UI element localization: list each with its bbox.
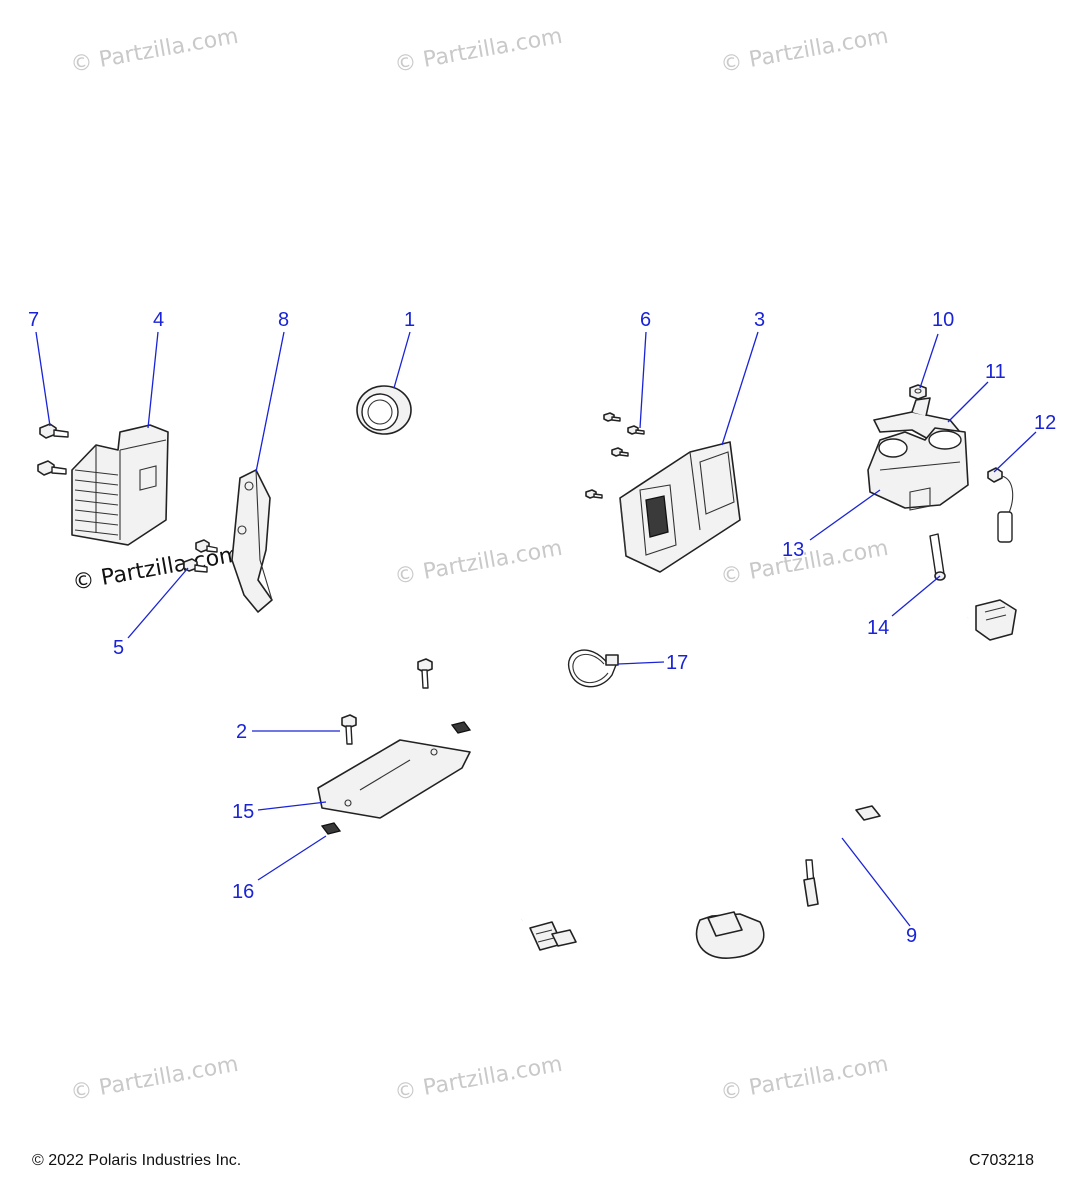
watermark: © Partzilla.com xyxy=(719,1052,891,1106)
watermark: © Partzilla.com xyxy=(393,536,565,590)
callout-3: 3 xyxy=(754,309,765,331)
callout-7: 7 xyxy=(28,309,39,331)
leader-14 xyxy=(891,575,941,617)
leader-3 xyxy=(721,331,759,446)
part-14-pin xyxy=(929,533,946,581)
callout-14: 14 xyxy=(867,617,889,639)
leader-13 xyxy=(809,489,881,541)
part-12-sensor xyxy=(987,467,1014,543)
part-8-bracket xyxy=(231,469,273,613)
part-1-grommet xyxy=(356,385,412,435)
watermark: © Partzilla.com xyxy=(719,536,891,590)
leader-5 xyxy=(127,567,189,639)
callout-4: 4 xyxy=(153,309,164,331)
callout-1: 1 xyxy=(404,309,415,331)
callout-6: 6 xyxy=(640,309,651,331)
part-6-screws xyxy=(585,412,645,499)
leader-12 xyxy=(993,431,1037,473)
callout-17: 17 xyxy=(666,652,688,674)
callout-9: 9 xyxy=(906,925,917,947)
leader-1 xyxy=(393,331,411,389)
callout-15: 15 xyxy=(232,801,254,823)
callout-5: 5 xyxy=(113,637,124,659)
copyright-text: © 2022 Polaris Industries Inc. xyxy=(32,1152,242,1169)
part-15-plate xyxy=(317,739,471,819)
part-10-nut xyxy=(909,384,927,400)
callout-2: 2 xyxy=(236,721,247,743)
leader-17 xyxy=(617,661,665,665)
leader-9 xyxy=(841,837,911,927)
leader-6 xyxy=(639,331,647,429)
leader-7 xyxy=(35,331,51,427)
part-13-ignition-coil xyxy=(867,427,969,511)
watermark: © Partzilla.com xyxy=(69,24,241,78)
part-9-harness xyxy=(520,599,1017,959)
callout-layer: 7 4 8 1 6 3 10 11 12 13 14 5 17 2 15 16 xyxy=(28,309,1056,947)
callout-10: 10 xyxy=(932,309,954,331)
part-3-ecu xyxy=(619,441,741,573)
drawing-number: C703218 xyxy=(969,1152,1034,1169)
callout-12: 12 xyxy=(1034,412,1056,434)
leader-10 xyxy=(919,333,939,389)
leader-16 xyxy=(257,835,327,881)
watermark: © Partzilla.com xyxy=(393,24,565,78)
callout-11: 11 xyxy=(985,361,1006,383)
part-7-bolts xyxy=(37,423,69,476)
part-2-bolts xyxy=(341,658,433,745)
watermark: © Partzilla.com xyxy=(69,1052,241,1106)
part-4-regulator xyxy=(71,424,169,546)
watermark: © Partzilla.com xyxy=(719,24,891,78)
part-17-cable-tie xyxy=(567,649,619,688)
leader-11 xyxy=(947,381,989,423)
callout-16: 16 xyxy=(232,881,254,903)
part-16-clips xyxy=(320,721,472,835)
leader-4 xyxy=(147,331,159,429)
part-5-bolts xyxy=(183,539,218,573)
leader-8 xyxy=(255,331,285,473)
callout-8: 8 xyxy=(278,309,289,331)
leader-15 xyxy=(257,801,327,811)
watermark: © Partzilla.com xyxy=(393,1052,565,1106)
callout-13: 13 xyxy=(782,539,804,561)
